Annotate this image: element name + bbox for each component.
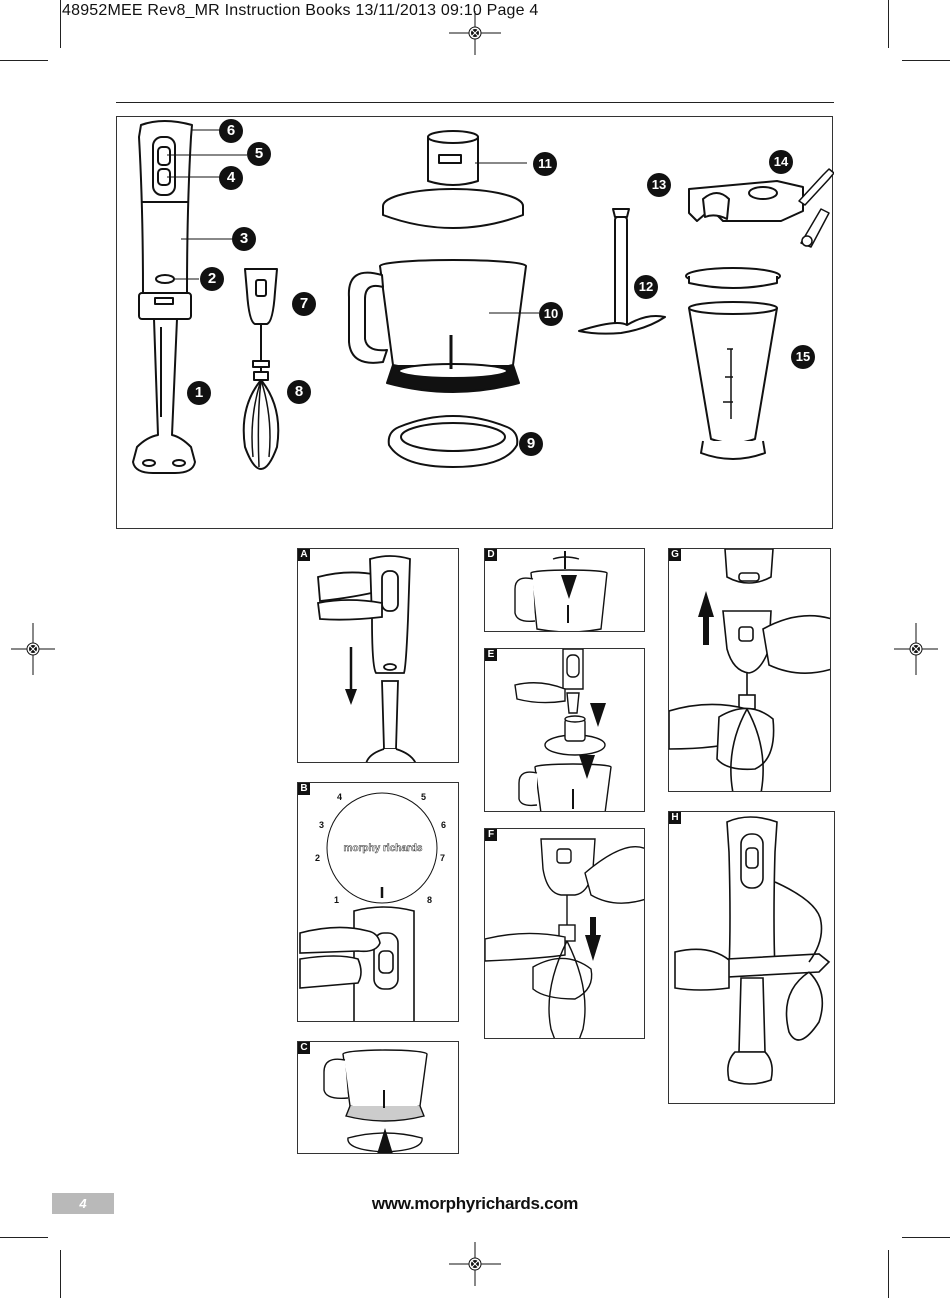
crop-mark <box>0 60 48 61</box>
part-label-7: 7 <box>292 292 316 316</box>
dial-number-8: 8 <box>427 895 433 905</box>
whisk-drawing <box>242 268 280 470</box>
part-label-5: 5 <box>247 142 271 166</box>
crop-mark <box>60 0 61 48</box>
part-label-15: 15 <box>791 345 815 369</box>
hand-blender-drawing <box>132 120 196 474</box>
panel-label-f: F <box>485 829 497 841</box>
beaker-drawing <box>685 267 781 460</box>
crop-mark <box>888 0 889 48</box>
part-label-11: 11 <box>533 152 557 176</box>
panel-label-c: C <box>298 1042 310 1054</box>
crop-mark <box>60 1250 61 1298</box>
print-slug-header: 48952MEE Rev8_MR Instruction Books 13/11… <box>62 2 539 19</box>
part-label-10: 10 <box>539 302 563 326</box>
step-panel-b: B 4 5 3 6 2 7 1 8 morphy richards <box>297 782 459 1022</box>
step-panel-h: H <box>668 811 835 1104</box>
part-label-4: 4 <box>219 166 243 190</box>
panel-label-h: H <box>669 812 681 824</box>
chopper-lid-drawing <box>382 130 524 229</box>
crop-mark <box>902 1237 950 1238</box>
part-label-12: 12 <box>634 275 658 299</box>
dial-number-6: 6 <box>441 820 447 830</box>
website-url[interactable]: www.morphyrichards.com <box>371 1194 579 1213</box>
part-label-13: 13 <box>647 173 671 197</box>
step-panel-g: G <box>668 548 831 792</box>
panel-label-d: D <box>485 549 497 561</box>
panel-label-a: A <box>298 549 310 561</box>
panel-label-b: B <box>298 783 310 795</box>
dial-number-7: 7 <box>440 853 446 863</box>
step-panel-f: F <box>484 828 645 1039</box>
chopper-bowl-drawing <box>347 259 527 393</box>
detach-whisk-illustration <box>669 549 830 791</box>
fit-lid-illustration <box>514 649 612 811</box>
speed-dial-illustration <box>299 792 438 1021</box>
part-label-3: 3 <box>232 227 256 251</box>
dial-number-5: 5 <box>421 792 427 802</box>
step-panel-e: E <box>484 648 645 812</box>
crop-mark <box>888 1250 889 1298</box>
dial-brand-logo: morphy richards <box>343 843 423 855</box>
dial-number-3: 3 <box>319 820 325 830</box>
panel-label-g: G <box>669 549 681 561</box>
part-label-2: 2 <box>200 267 224 291</box>
non-slip-base-drawing <box>387 415 519 468</box>
part-label-14: 14 <box>769 150 793 174</box>
chopping-blade-drawing <box>578 208 666 335</box>
part-label-1: 1 <box>187 381 211 405</box>
page-number: 4 <box>52 1193 114 1214</box>
insert-blade-illustration <box>514 551 608 631</box>
dial-number-1: 1 <box>334 895 340 905</box>
part-label-6: 6 <box>219 119 243 143</box>
wall-screws-drawing <box>798 168 834 248</box>
crop-mark <box>0 1237 48 1238</box>
crop-mark <box>902 60 950 61</box>
dial-number-2: 2 <box>315 853 321 863</box>
attach-shaft-illustration <box>317 555 417 762</box>
part-label-9: 9 <box>519 432 543 456</box>
parts-illustration <box>132 120 834 474</box>
part-label-8: 8 <box>287 380 311 404</box>
wall-bracket-drawing <box>688 180 804 222</box>
top-rule <box>116 102 834 103</box>
step-panel-c: C <box>297 1041 459 1154</box>
step-panel-d: D <box>484 548 645 632</box>
bowl-on-base-illustration <box>323 1049 428 1153</box>
attach-whisk-illustration <box>485 838 644 1038</box>
panel-label-e: E <box>485 649 497 661</box>
parts-diagram: 6 5 4 3 2 1 7 8 9 10 11 12 13 14 15 <box>116 116 834 529</box>
step-panel-a: A <box>297 548 459 763</box>
dial-number-4: 4 <box>337 792 343 802</box>
wall-bracket-storage-illustration <box>674 816 831 1085</box>
